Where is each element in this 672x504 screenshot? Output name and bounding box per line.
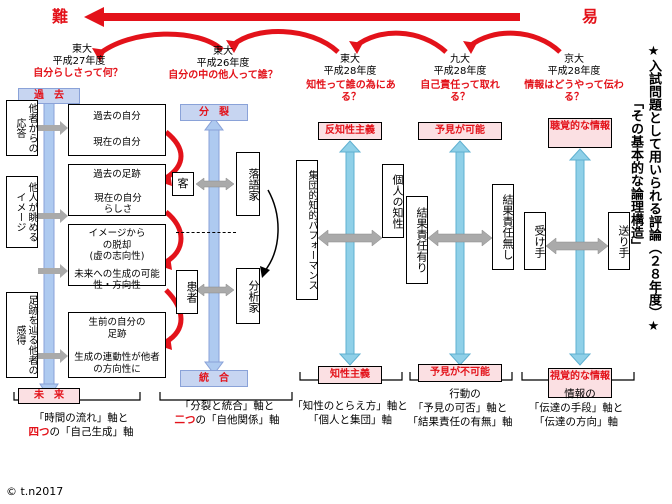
col3-caption-1: 「知性のとらえ方」軸と xyxy=(292,400,408,412)
side-label-response: 他者からの応答 xyxy=(6,100,38,156)
col1-question: 自分らしさって何？ xyxy=(33,68,123,79)
guest-box: 客 xyxy=(172,172,194,196)
col4-year: 平成28年度 xyxy=(433,66,487,77)
collective-box: 集団的知的パフォーマンス xyxy=(296,160,318,300)
col1-curve-1 xyxy=(164,130,184,181)
curve-arrow-5-4 xyxy=(468,30,562,54)
col1-univ: 東大 xyxy=(72,44,92,55)
col2-question: 自分の中の他人って誰？ xyxy=(168,70,278,81)
col4-caption-3: 「結果責任の有無」軸 xyxy=(407,416,513,428)
sender-box: 送り手 xyxy=(608,212,630,270)
col4-caption-1: 行動の xyxy=(449,388,481,400)
col3-question: 知性って誰の為にある？ xyxy=(306,80,396,103)
auditory-label: 聴覚的な情報 xyxy=(548,118,612,148)
bracket-2 xyxy=(159,392,293,401)
side-label-trace: 足跡を辿る他者の感得 xyxy=(6,292,38,378)
future-label: 未 来 xyxy=(18,388,80,404)
analyst-box: 分析家 xyxy=(236,268,260,324)
col3-year: 平成28年度 xyxy=(323,66,377,77)
col1-year: 平成27年度 xyxy=(52,56,106,67)
col1-curve-3 xyxy=(164,288,184,345)
col1-caption-2: 四つの「自己生成」軸 xyxy=(28,426,134,438)
not-responsible-box: 結果責任無し xyxy=(492,184,514,270)
box-posthumous: 生前の自分の足跡 生成の連動性が他者の方向性に xyxy=(68,312,166,378)
visual-label: 視覚的な情報 xyxy=(548,368,612,398)
info-axis xyxy=(575,157,585,357)
box-past-self: 過去の自分 現在の自分 xyxy=(68,104,166,156)
curve-arrow-3-2 xyxy=(231,29,340,54)
easy-label: 易 xyxy=(582,7,599,26)
side-subtitle: 「その基本的な論理構造」 xyxy=(628,96,643,252)
receiver-box: 受け手 xyxy=(524,212,546,270)
copyright: © t.n2017 xyxy=(6,485,64,498)
unpredictable-label: 予見が不可能 xyxy=(418,364,502,382)
col4-caption-2: 「予見の可否」軸と xyxy=(412,402,508,414)
col5-caption-3: 「伝達の方向」軸 xyxy=(534,416,618,428)
curve-arrow-2-1 xyxy=(96,31,224,57)
intellect-axis xyxy=(345,149,355,357)
col2-year: 平成26年度 xyxy=(196,58,250,69)
individual-box: 個人の知性 xyxy=(382,164,404,238)
split-label: 分 裂 xyxy=(180,104,248,121)
side-title: ★入試問題として用いられる評論（２８年度）★ xyxy=(646,44,661,334)
merge-label: 統 合 xyxy=(180,370,248,387)
col5-year: 平成28年度 xyxy=(547,66,601,77)
col1-caption-1: 「時間の流れ」軸と xyxy=(33,412,129,424)
col1-curve-2 xyxy=(164,210,184,265)
side-label-image: 他人が眺めるイメージ xyxy=(6,176,38,248)
col2-curve xyxy=(263,189,279,273)
col3-univ: 東大 xyxy=(340,54,360,65)
curve-arrow-4-3 xyxy=(354,30,448,54)
box-past-trace: 過去の足跡 現在の自分らしさ xyxy=(68,164,166,216)
col5-univ: 京大 xyxy=(564,54,584,65)
col4-univ: 九大 xyxy=(450,54,470,65)
difficulty-arrow xyxy=(84,7,520,27)
responsible-box: 結果責任有り xyxy=(406,196,428,284)
col2-caption-1: 「分裂と統合」軸と xyxy=(179,400,275,412)
col5-caption-1: 情報の xyxy=(564,388,596,400)
predictable-label: 予見が可能 xyxy=(418,122,502,140)
anti-intellect-label: 反知性主義 xyxy=(318,122,382,140)
col2-univ: 東大 xyxy=(213,46,233,57)
intellect-label: 知性主義 xyxy=(318,366,382,384)
difficult-label: 難 xyxy=(52,7,69,26)
box-image-escape: イメージからの脱却 (虚の志向性) 未来への生成の可能性・方向性 xyxy=(68,224,166,291)
rakugo-box: 落語家 xyxy=(236,152,260,216)
split-axis xyxy=(208,127,220,365)
col4-question: 自己責任って取れる？ xyxy=(420,80,500,103)
patient-box: 患者 xyxy=(176,270,198,314)
col5-question: 情報はどうやって伝わる？ xyxy=(524,80,624,103)
col5-caption-2: 「伝達の手段」軸と xyxy=(528,402,624,414)
foresight-axis xyxy=(455,149,465,357)
divider xyxy=(176,232,236,233)
time-axis xyxy=(43,99,55,387)
col2-caption-2: 二つの「自他関係」軸 xyxy=(174,414,280,426)
col3-caption-2: 「個人と集団」軸 xyxy=(308,414,392,426)
